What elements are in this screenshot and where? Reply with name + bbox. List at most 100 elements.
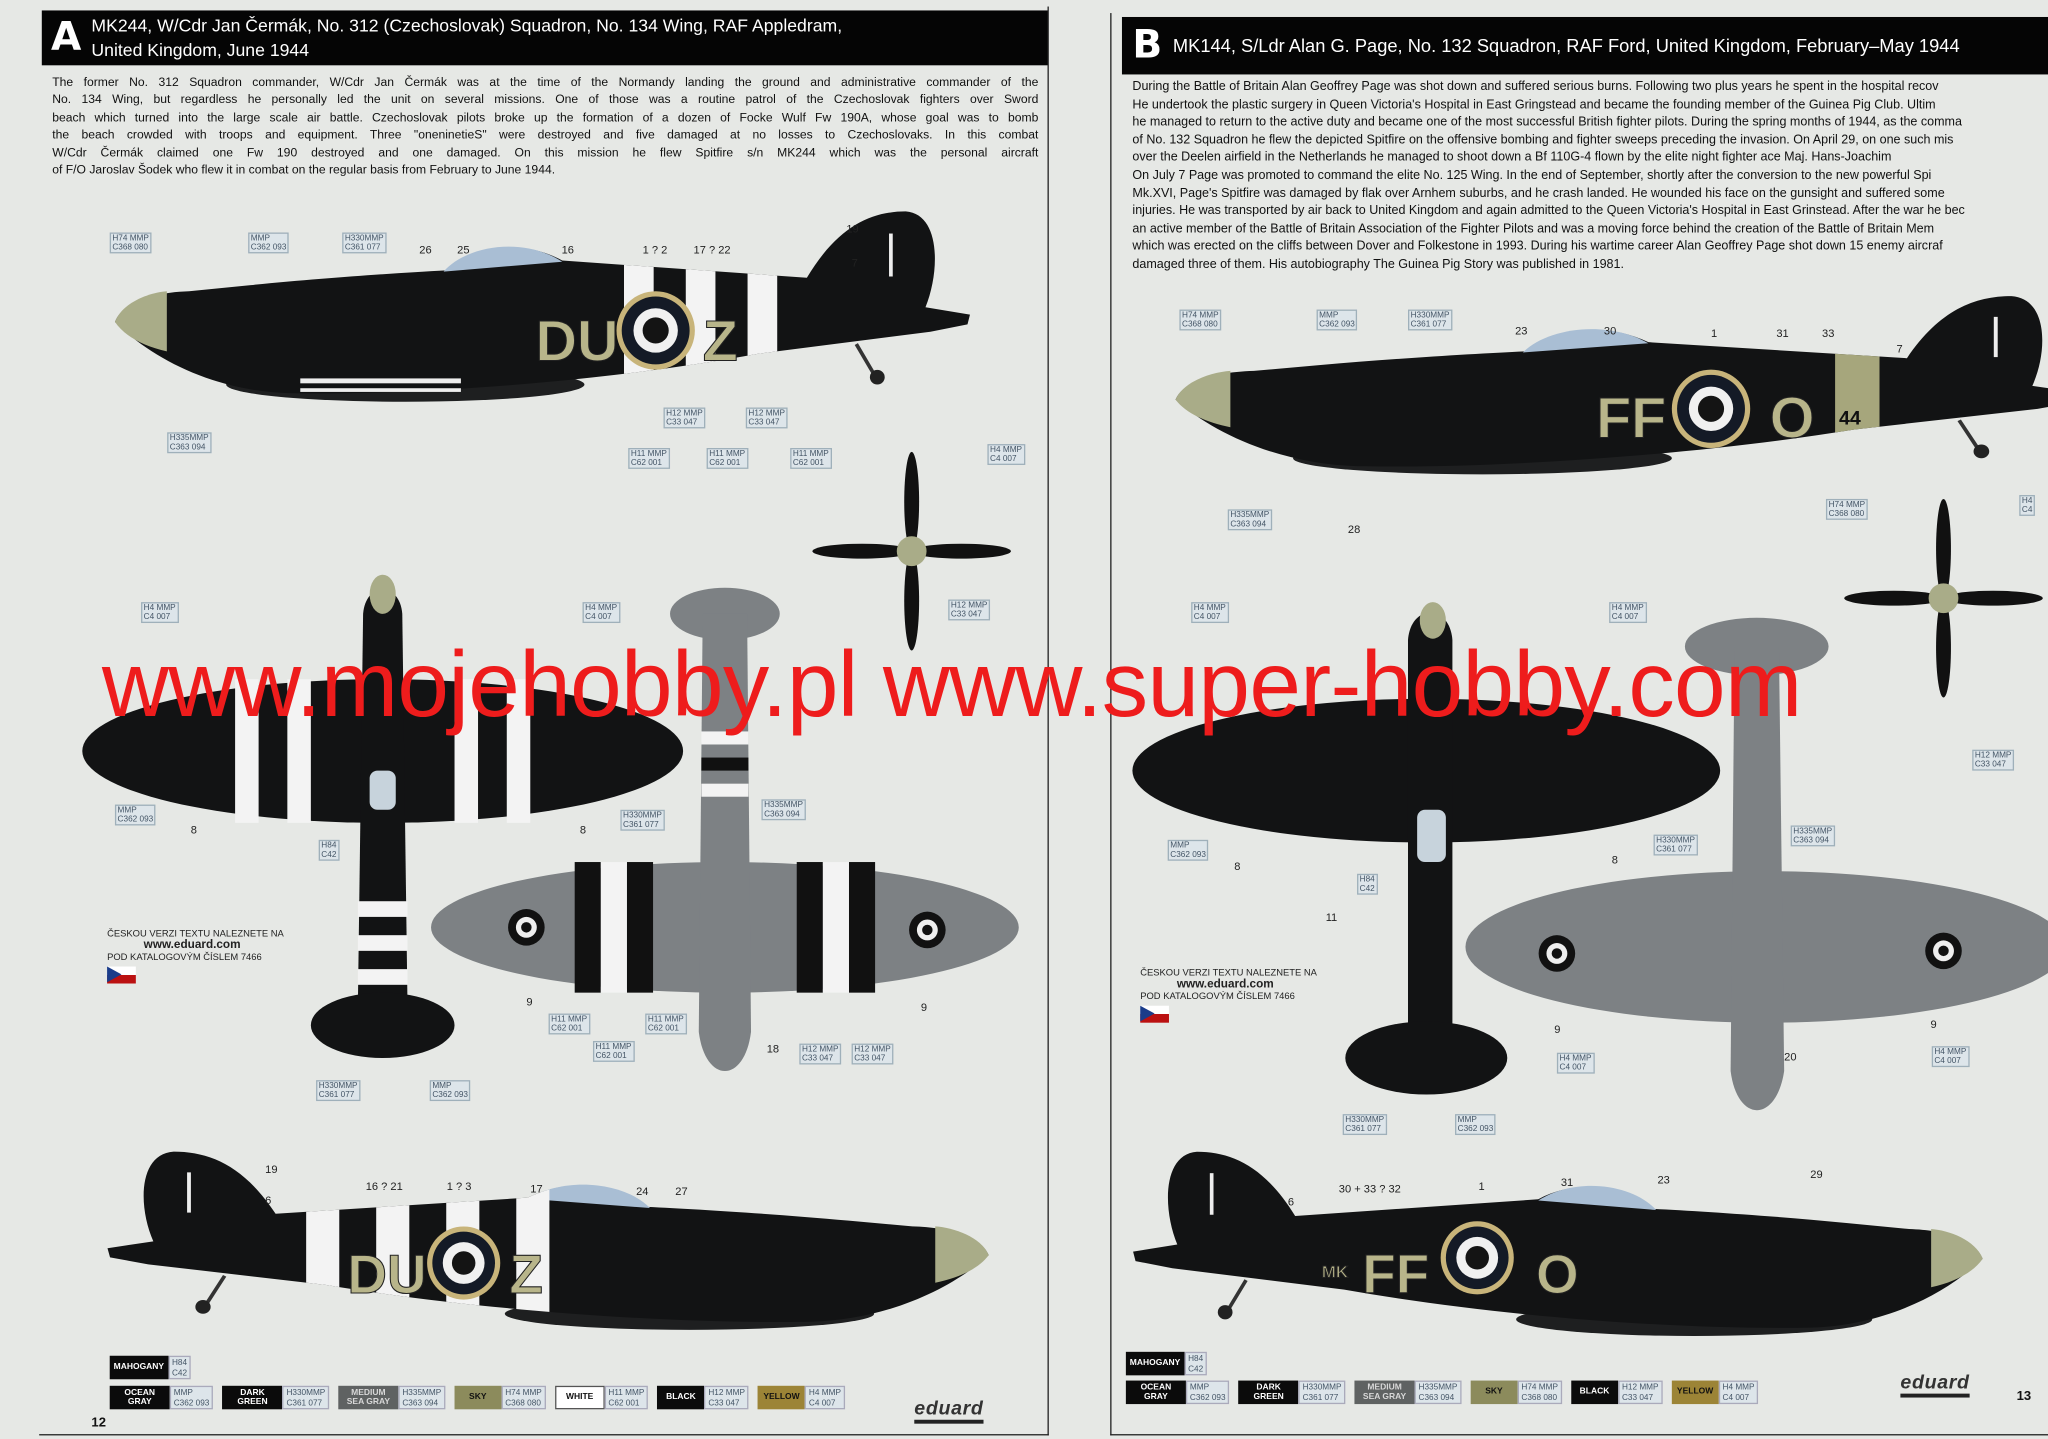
description-line: No. 134 Wing, but regardless he personal… bbox=[52, 93, 1039, 107]
paint-code-bottom: C4 007 bbox=[808, 1398, 836, 1408]
paint-code-bottom: C62 001 bbox=[630, 458, 662, 468]
paint-code-top: MMP bbox=[1319, 310, 1339, 320]
paint-code-top: H12 MMP bbox=[950, 600, 988, 610]
color-swatch: BLACK bbox=[1571, 1380, 1619, 1405]
part-number-label: 9 bbox=[1930, 1017, 1937, 1031]
description-line: which was erected on the cliffs between … bbox=[1132, 239, 1943, 254]
part-number-label: 9 bbox=[1554, 1022, 1561, 1036]
code-letter-a-right-2: Z bbox=[509, 1243, 543, 1305]
description-line: the beach crowded with troops and equipm… bbox=[52, 128, 1039, 142]
aircraft-a-upper-view bbox=[82, 574, 684, 1058]
paint-code-bottom: C42 bbox=[171, 1368, 188, 1378]
description-line: an active member of the Battle of Britai… bbox=[1132, 221, 1935, 237]
watermark: www.mojehobby.pl www.super-hobby.com bbox=[101, 633, 1802, 737]
paint-code-top: H330MMP bbox=[318, 1081, 358, 1091]
paint-code-bottom: C4 007 bbox=[1722, 1393, 1750, 1403]
description-line: On July 7 Page was promoted to command t… bbox=[1132, 168, 1932, 183]
paint-code-top: H330MMP bbox=[286, 1388, 326, 1398]
eduard-link[interactable]: www.eduard.com bbox=[143, 937, 241, 951]
roundel-a-left bbox=[616, 291, 695, 370]
paint-code-bottom: C362 093 bbox=[1170, 850, 1206, 860]
part-number-label: 7 bbox=[851, 255, 858, 270]
code-letters-a-left: DU bbox=[536, 309, 619, 373]
paint-code-bottom: C361 077 bbox=[623, 820, 659, 830]
paint-code-top: H335MMP bbox=[1793, 826, 1833, 836]
paint-code-top: H12 MMP bbox=[801, 1044, 839, 1055]
profile-title-line2: United Kingdom, June 1944 bbox=[91, 40, 310, 61]
paint-code-top: H4 MMP bbox=[143, 603, 176, 613]
paint-code-top: H11 MMP bbox=[551, 1014, 588, 1024]
paint-code-top: H84 bbox=[321, 841, 337, 851]
paint-code-top: H335MMP bbox=[1418, 1383, 1458, 1393]
paint-code-bottom: C363 094 bbox=[1418, 1393, 1455, 1403]
description-line: Mk.XVI, Page's Spitfire was damaged by f… bbox=[1132, 186, 1945, 201]
part-number-label: 8 bbox=[1234, 859, 1241, 873]
paint-code-top: H11 MMP bbox=[595, 1042, 632, 1052]
paint-code-top: H11 MMP bbox=[792, 449, 829, 459]
part-number-label: 33 bbox=[1822, 326, 1835, 340]
paint-code-top: H74 MMP bbox=[1521, 1383, 1558, 1393]
part-number-label: 16 ? 21 bbox=[365, 1179, 403, 1193]
paint-code-top: H74 MMP bbox=[112, 233, 149, 243]
paint-code-bottom: C33 047 bbox=[1974, 760, 2006, 770]
paint-code-bottom: C363 094 bbox=[1793, 835, 1829, 846]
paint-code-bottom: C62 001 bbox=[595, 1051, 627, 1061]
description-line: he managed to return to the active duty … bbox=[1132, 115, 1962, 130]
aircraft-b-lower-view bbox=[1465, 617, 2048, 1111]
part-number-label: 23 bbox=[1657, 1172, 1670, 1186]
paint-code-top: H4 MMP bbox=[1193, 603, 1226, 613]
roundel-b-left bbox=[1671, 369, 1751, 448]
part-number-label: 27 bbox=[675, 1184, 688, 1198]
paint-code-top: H84 bbox=[1359, 875, 1375, 885]
paint-code-top: H335MMP bbox=[1230, 510, 1270, 520]
paint-code-top: H335MMP bbox=[402, 1388, 442, 1398]
part-number-label: 6 bbox=[265, 1193, 272, 1207]
paint-code-bottom: C361 077 bbox=[1302, 1393, 1339, 1403]
code-letter-b-right: O bbox=[1770, 387, 1815, 451]
code-letter-b-right-2: O bbox=[1536, 1243, 1579, 1305]
eduard-link[interactable]: www.eduard.com bbox=[1176, 976, 1274, 991]
paint-code-top: H11 MMP bbox=[608, 1388, 645, 1398]
description-line: beach which turned into the large scale … bbox=[52, 110, 1039, 124]
page-b: B MK144, S/Ldr Alan G. Page, No. 132 Squ… bbox=[1110, 13, 2048, 1436]
paint-code-bottom: C4 007 bbox=[990, 454, 1017, 464]
description-line: injuries. He was transported by air back… bbox=[1132, 203, 1965, 219]
paint-code-bottom: C362 093 bbox=[117, 815, 154, 825]
tail-number-b: 44 bbox=[1839, 407, 1861, 429]
paint-code-top: H74 MMP bbox=[505, 1388, 542, 1398]
paint-code-top: MMP bbox=[117, 805, 137, 816]
part-number-label: 29 bbox=[1810, 1167, 1823, 1181]
part-number-label: 25 bbox=[457, 242, 470, 256]
part-number-label: 17 ? 22 bbox=[693, 242, 731, 256]
part-number-label: 26 bbox=[419, 242, 432, 256]
paint-code-top: MMP bbox=[1170, 841, 1190, 851]
code-letters-b-left: FF bbox=[1596, 387, 1666, 451]
paint-code-bottom: C33 047 bbox=[748, 417, 780, 428]
profile-description: The former No. 312 Squadron commander, W… bbox=[52, 74, 1038, 179]
code-letters-b-left-2: FF bbox=[1362, 1243, 1429, 1305]
description-line: He undertook the plastic surgery in Quee… bbox=[1132, 97, 1936, 112]
profile-title-line1: MK244, W/Cdr Jan Čermák, No. 312 (Czecho… bbox=[91, 15, 843, 36]
